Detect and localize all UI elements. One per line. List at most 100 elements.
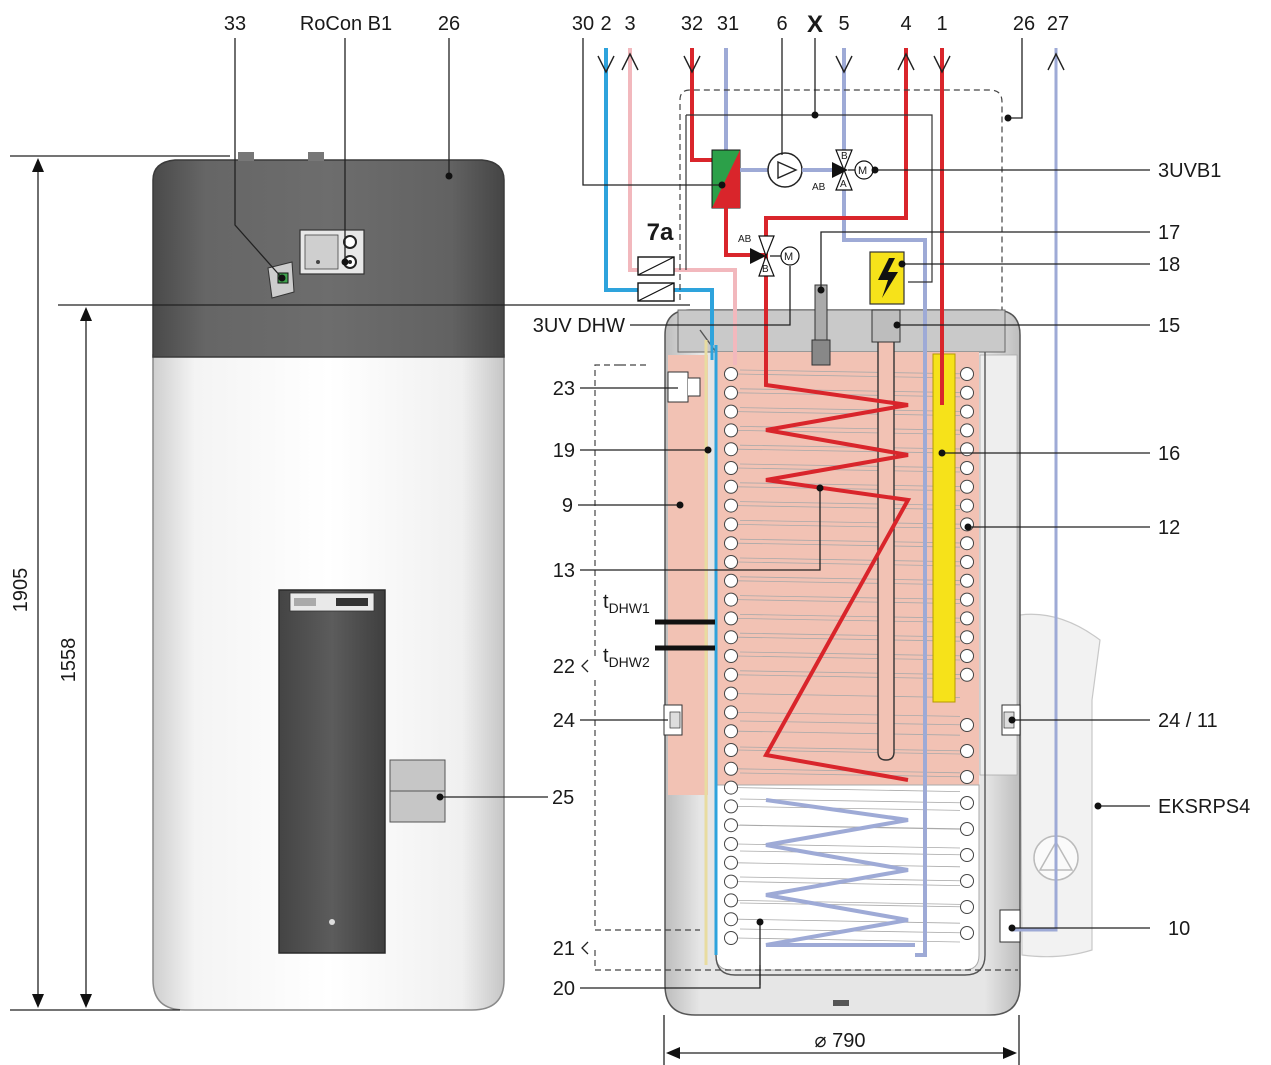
coil-line	[739, 798, 974, 804]
valve-m-label-2: M	[784, 251, 793, 263]
label-3: 3	[624, 13, 635, 35]
coil-turn	[724, 874, 738, 889]
coil-turn	[724, 667, 738, 682]
coil-turn	[960, 822, 974, 836]
part-labels: 33 RoCon B1 26 30 2 3 32 31 6 X 5 4 1 26…	[224, 11, 1250, 1000]
coil-line	[736, 599, 961, 604]
coil-turn	[724, 743, 738, 757]
label-3uvb1: 3UVB1	[1158, 160, 1221, 182]
label-rocon-b1: RoCon B1	[300, 13, 392, 35]
label-31: 31	[717, 13, 739, 35]
coil-turn	[960, 667, 974, 682]
valve-ab-label-1: AB	[812, 182, 826, 193]
coil-turn	[724, 630, 738, 645]
pipe-4-flow	[764, 48, 908, 245]
coil-turn	[724, 893, 738, 908]
coil-line	[736, 636, 961, 642]
dimension-lines	[10, 155, 1020, 1065]
coil-turn	[724, 780, 738, 795]
circulation-pump	[767, 152, 803, 188]
coil-turn	[724, 592, 738, 607]
label-20: 20	[553, 978, 575, 1000]
label-7a: 7a	[647, 219, 674, 246]
flow-arrows	[597, 52, 1065, 74]
label-9: 9	[562, 495, 573, 517]
coil-line	[736, 749, 961, 755]
coil-line	[736, 542, 961, 548]
coil-turn	[960, 423, 974, 438]
label-17: 17	[1158, 222, 1180, 244]
label-21: 21	[553, 938, 575, 960]
coil-line	[739, 772, 974, 778]
dimension-diameter: ⌀ 790	[815, 1030, 866, 1052]
external-view	[152, 152, 505, 1011]
valve-ab-label-2: AB	[738, 234, 752, 245]
coil-line	[736, 486, 961, 492]
heat-exchanger-coil-right	[739, 367, 974, 940]
label-15: 15	[1158, 315, 1180, 337]
label-1: 1	[936, 13, 947, 35]
coil-turn	[960, 611, 974, 626]
immersion-tube	[877, 340, 895, 761]
label-4: 4	[900, 13, 911, 35]
coil-turn	[724, 404, 738, 419]
coil-turn	[724, 442, 738, 457]
coil-line	[736, 730, 961, 736]
coil-line	[739, 746, 974, 752]
pipe-32	[690, 48, 715, 162]
coil-line	[736, 561, 961, 567]
label-23: 23	[553, 378, 575, 400]
label-12: 12	[1158, 517, 1180, 539]
electric-heater-rod	[932, 353, 956, 703]
valve-a-label-1: A	[840, 179, 847, 190]
coil-turn	[724, 855, 738, 870]
coil-line	[739, 902, 974, 908]
coil-line	[736, 693, 961, 698]
coil-turn	[960, 461, 974, 475]
coil-turn	[960, 718, 974, 732]
label-33: 33	[224, 13, 246, 35]
label-25: 25	[552, 787, 574, 809]
coil-line	[736, 787, 961, 792]
dimension-height-total: 1905	[10, 568, 32, 613]
label-27: 27	[1047, 13, 1069, 35]
coil-turn	[724, 724, 738, 739]
label-5: 5	[838, 13, 849, 35]
label-eksrps4: EKSRPS4	[1158, 796, 1250, 818]
coil-turn	[960, 926, 974, 940]
coil-turn	[960, 404, 974, 419]
coil-line	[736, 655, 961, 661]
coil-line	[736, 900, 961, 905]
coil-turn	[724, 818, 738, 833]
coil-turn	[960, 848, 974, 862]
coil-turn	[960, 796, 974, 810]
front-door	[278, 589, 386, 954]
coil-line	[736, 467, 961, 473]
valve-b-label-1: B	[841, 151, 848, 162]
coil-line	[736, 806, 961, 811]
label-10: 10	[1168, 918, 1190, 940]
coil-turn	[960, 900, 974, 914]
label-22: 22	[553, 656, 575, 678]
coil-turn	[960, 367, 974, 381]
coil-turn	[724, 555, 738, 569]
pipe-27	[1012, 48, 1058, 932]
coil-turn	[960, 498, 974, 513]
coil-line	[736, 618, 961, 623]
coil-turn	[960, 555, 974, 569]
coil-line	[736, 580, 961, 586]
coil-line	[736, 373, 961, 379]
coil-turn	[724, 761, 738, 776]
label-19: 19	[553, 440, 575, 462]
rocon-controller	[299, 229, 365, 275]
connection-box-25	[389, 759, 446, 823]
coil-turn	[724, 367, 738, 381]
three-way-valve-3uv-dhw	[750, 235, 800, 277]
label-26-right: 26	[1013, 13, 1035, 35]
dashed-boundaries	[594, 89, 1018, 971]
coil-line	[736, 674, 961, 680]
coil-line	[736, 881, 961, 886]
coil-line	[736, 524, 961, 529]
coil-line	[736, 918, 961, 924]
